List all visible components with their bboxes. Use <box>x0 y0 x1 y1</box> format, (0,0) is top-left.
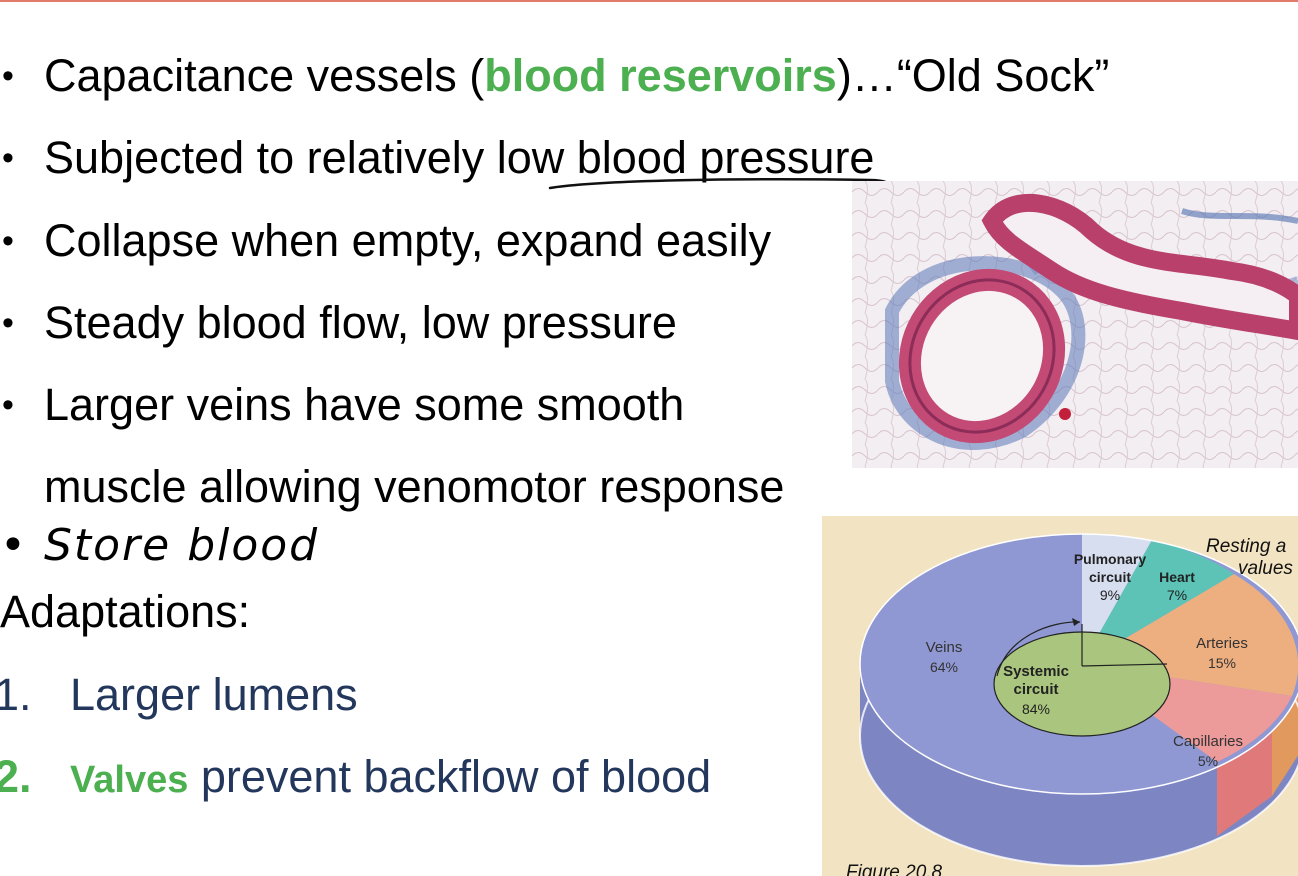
bullet-continuation: muscle allowing venomotor response <box>44 461 785 512</box>
highlight-blood-reservoirs: blood reservoirs <box>484 50 837 101</box>
heart-label: Heart <box>1159 569 1195 585</box>
item-number: 1. <box>0 669 32 720</box>
adaptations-heading: Adaptations: <box>0 586 251 637</box>
highlight-valves: Valves <box>70 759 189 801</box>
item-text: Valves prevent backflow of blood <box>70 751 712 802</box>
systemic-label-1: Systemic <box>1003 663 1069 680</box>
veins-label: Veins <box>926 639 963 656</box>
bullet-dot: • <box>2 57 14 95</box>
bullet-dot: • <box>2 386 14 424</box>
bullet-text: Capacitance vessels (blood reservoirs)…“… <box>44 50 1110 101</box>
item-number: 2. <box>0 751 32 802</box>
bullet-text: Steady blood flow, low pressure <box>44 297 677 348</box>
blood-distribution-figure: Resting a values Pulmonary circuit 9% He… <box>822 516 1298 876</box>
vein-micrograph <box>852 181 1298 468</box>
bullet-dot: • <box>2 222 14 260</box>
slice-heart <box>1082 540 1234 664</box>
pulmonary-label-2: circuit <box>1089 569 1131 585</box>
capillaries-pct: 5% <box>1198 753 1218 769</box>
bullet-dot: • <box>2 304 14 342</box>
item-text: Larger lumens <box>70 669 358 720</box>
arteries-label: Arteries <box>1196 635 1248 652</box>
bullet-text: Subjected to relatively low blood pressu… <box>44 132 875 183</box>
slice-pulmonary <box>1082 533 1152 664</box>
bullet-text: Collapse when empty, expand easily <box>44 215 772 266</box>
arteries-pct: 15% <box>1208 655 1236 671</box>
bullet-dot: • <box>2 139 14 177</box>
pulmonary-pct: 9% <box>1100 587 1120 603</box>
heart-pct: 7% <box>1167 587 1187 603</box>
handwritten-note: • Store blood <box>0 520 320 571</box>
top-border <box>0 0 1298 2</box>
figure-caption: Figure 20.8 <box>846 862 943 876</box>
capillaries-label: Capillaries <box>1173 733 1243 750</box>
systemic-label-2: circuit <box>1013 681 1058 698</box>
resting-label-1: Resting a <box>1206 536 1286 557</box>
pulmonary-label-1: Pulmonary <box>1074 551 1147 567</box>
bullet-text: Larger veins have some smooth <box>44 379 685 430</box>
resting-label-2: values <box>1238 558 1293 579</box>
systemic-pct: 84% <box>1022 701 1050 717</box>
veins-pct: 64% <box>930 659 958 675</box>
